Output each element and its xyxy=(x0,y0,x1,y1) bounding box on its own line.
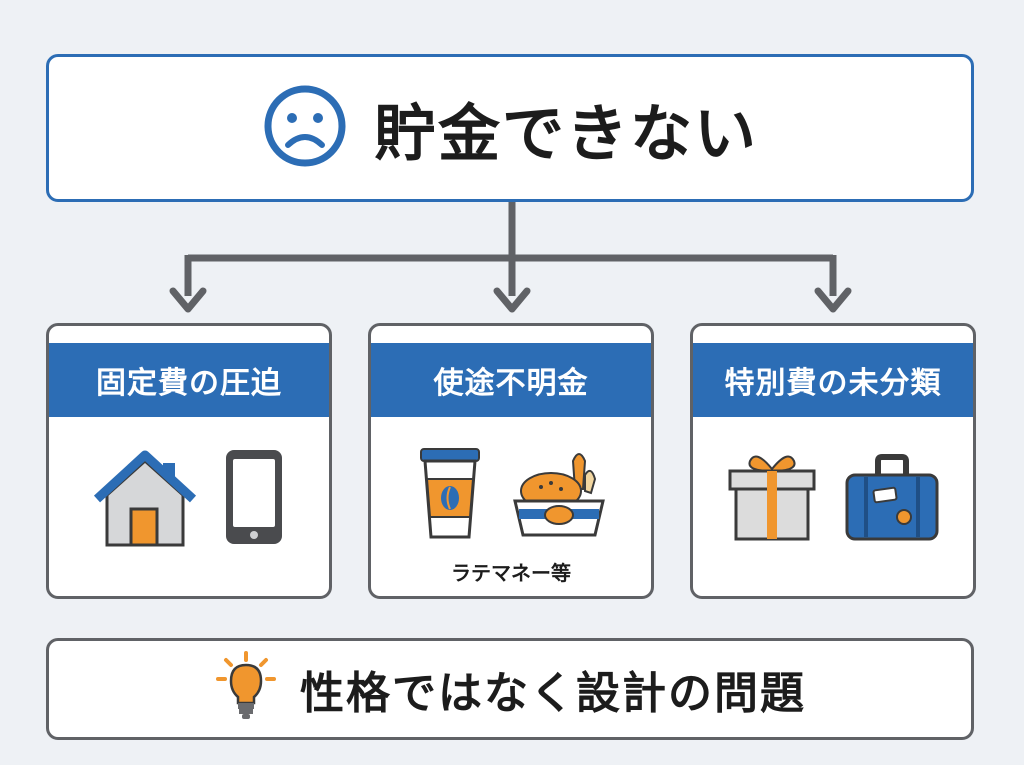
coffee-cup-icon xyxy=(415,445,485,545)
main-problem-title: 貯金できない xyxy=(373,97,758,170)
connector-arrows xyxy=(169,202,852,313)
card-title: 特別費の未分類 xyxy=(693,343,973,417)
light-bulb-icon xyxy=(214,651,278,727)
gift-box-icon xyxy=(726,447,818,547)
cause-card-fixed-costs: 固定費の圧迫 xyxy=(46,323,332,599)
house-icon xyxy=(93,447,197,551)
suitcase-icon xyxy=(844,453,940,547)
smartphone-icon xyxy=(223,447,285,551)
cause-card-special-expenses: 特別費の未分類 xyxy=(690,323,976,599)
card-title: 使途不明金 xyxy=(371,343,651,417)
card-note-latte-money: ラテマネー等 xyxy=(451,561,571,585)
cause-card-unknown-spending: 使途不明金 xyxy=(368,323,654,599)
conclusion-box: 性格ではなく設計の問題 xyxy=(46,638,974,740)
conclusion-text: 性格ではなく設計の問題 xyxy=(300,668,806,719)
bento-box-icon xyxy=(511,445,607,545)
sad-face-icon xyxy=(262,83,348,173)
card-title: 固定費の圧迫 xyxy=(49,343,329,417)
main-problem-box: 貯金できない xyxy=(46,54,974,202)
